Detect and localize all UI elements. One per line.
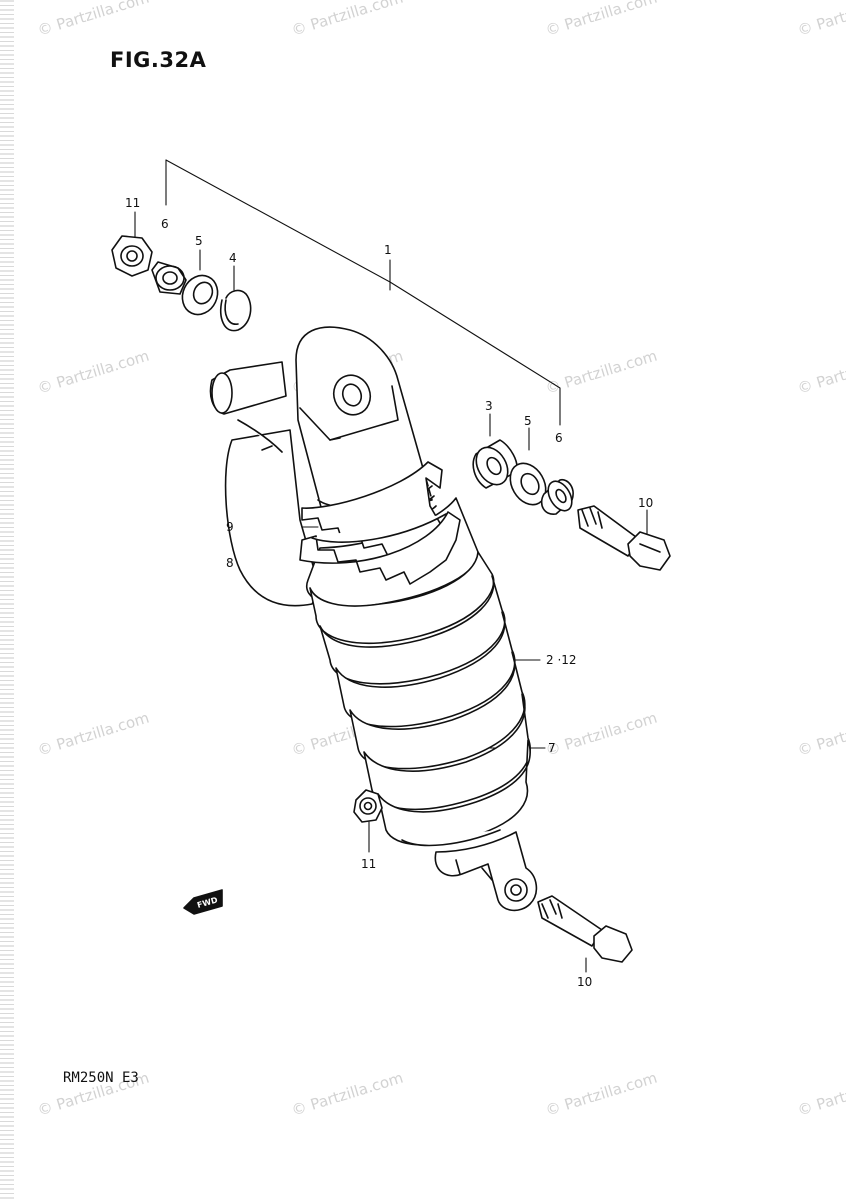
washer-5-top	[181, 274, 219, 316]
circlip-4	[220, 289, 252, 332]
callout-10: 10	[577, 975, 593, 989]
callout-2-12: 2 ·12	[546, 653, 577, 667]
callout-8: 8	[226, 556, 234, 570]
callout-10: 10	[638, 496, 654, 510]
collar-6-right	[540, 478, 574, 515]
bolt-10-top	[577, 505, 671, 571]
callout-4: 4	[229, 251, 237, 265]
bolt-10-bottom	[537, 895, 633, 963]
washer-5-right	[509, 462, 547, 506]
reservoir	[209, 361, 321, 607]
callout-7: 7	[548, 741, 556, 755]
nut-11-top	[111, 235, 153, 277]
nut-11-bottom	[353, 789, 383, 823]
callout-6: 6	[161, 217, 169, 231]
bearing-3	[472, 439, 518, 489]
callout-9: 9	[226, 520, 234, 534]
callout-1: 1	[384, 243, 392, 257]
collar-6-top	[151, 261, 187, 295]
callout-6: 6	[555, 431, 563, 445]
adjuster-rings	[299, 461, 461, 585]
callout-5: 5	[524, 414, 532, 428]
callout-3: 3	[485, 399, 493, 413]
callout-11: 11	[361, 857, 377, 871]
callout-5: 5	[195, 234, 203, 248]
lower-clevis	[434, 831, 538, 912]
scan-edge	[0, 0, 14, 1200]
fwd-arrow-icon: FWD	[183, 889, 223, 915]
figure-title: FIG.32A	[110, 48, 207, 72]
model-code: RM250N E3	[63, 1070, 139, 1086]
callout-11: 11	[125, 196, 141, 210]
